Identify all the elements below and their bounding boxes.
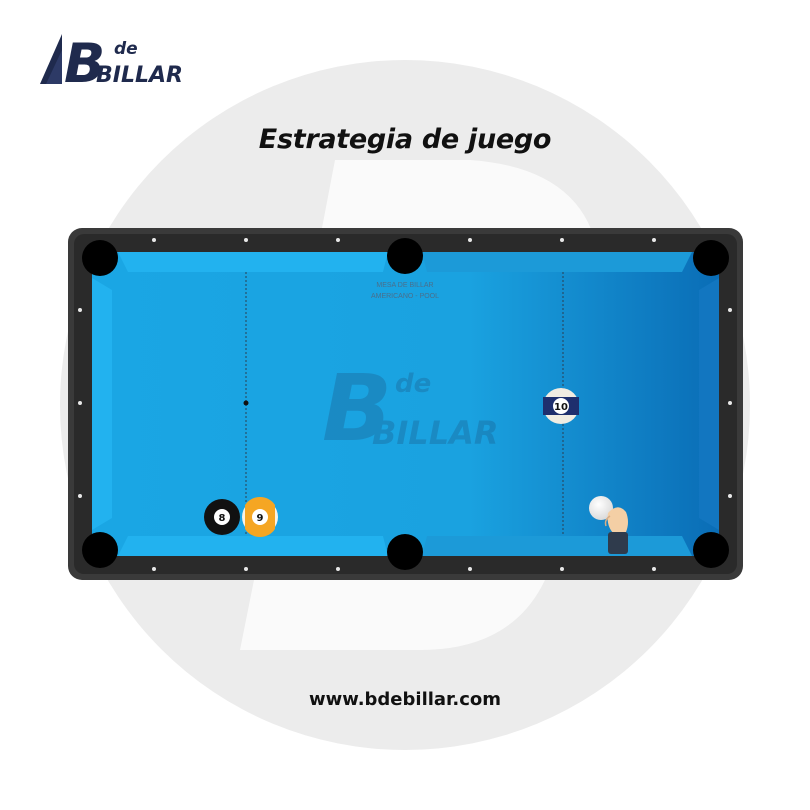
svg-text:8: 8 [219, 513, 226, 524]
logo-letter: B [64, 32, 105, 90]
ball-10: 10 [543, 388, 579, 424]
svg-text:BILLAR: BILLAR [372, 414, 498, 452]
logo-main-text: BILLAR [96, 63, 183, 88]
svg-text:10: 10 [554, 402, 568, 413]
ball-9: 9 [242, 496, 278, 538]
pockets [82, 238, 729, 570]
head-spot [243, 400, 249, 406]
website-url: www.bdebillar.com [308, 689, 502, 710]
ball-8: 8 [204, 499, 240, 535]
brand-logo: B de BILLAR [40, 32, 183, 90]
felt-label-line2: AMERICANO - POOL [371, 293, 439, 300]
hand-icon [604, 507, 628, 554]
logo-top-text: de [114, 39, 138, 59]
felt-label-line1: MESA DE BILLAR [376, 282, 433, 289]
table-felt [92, 252, 719, 556]
svg-text:9: 9 [257, 513, 264, 524]
cue-ball [589, 496, 613, 520]
felt-watermark: B de BILLAR [322, 355, 498, 462]
rail-diamonds [78, 238, 732, 571]
page-title: Estrategia de juego [258, 124, 552, 155]
svg-text:B: B [322, 355, 392, 462]
svg-text:de: de [395, 369, 431, 399]
